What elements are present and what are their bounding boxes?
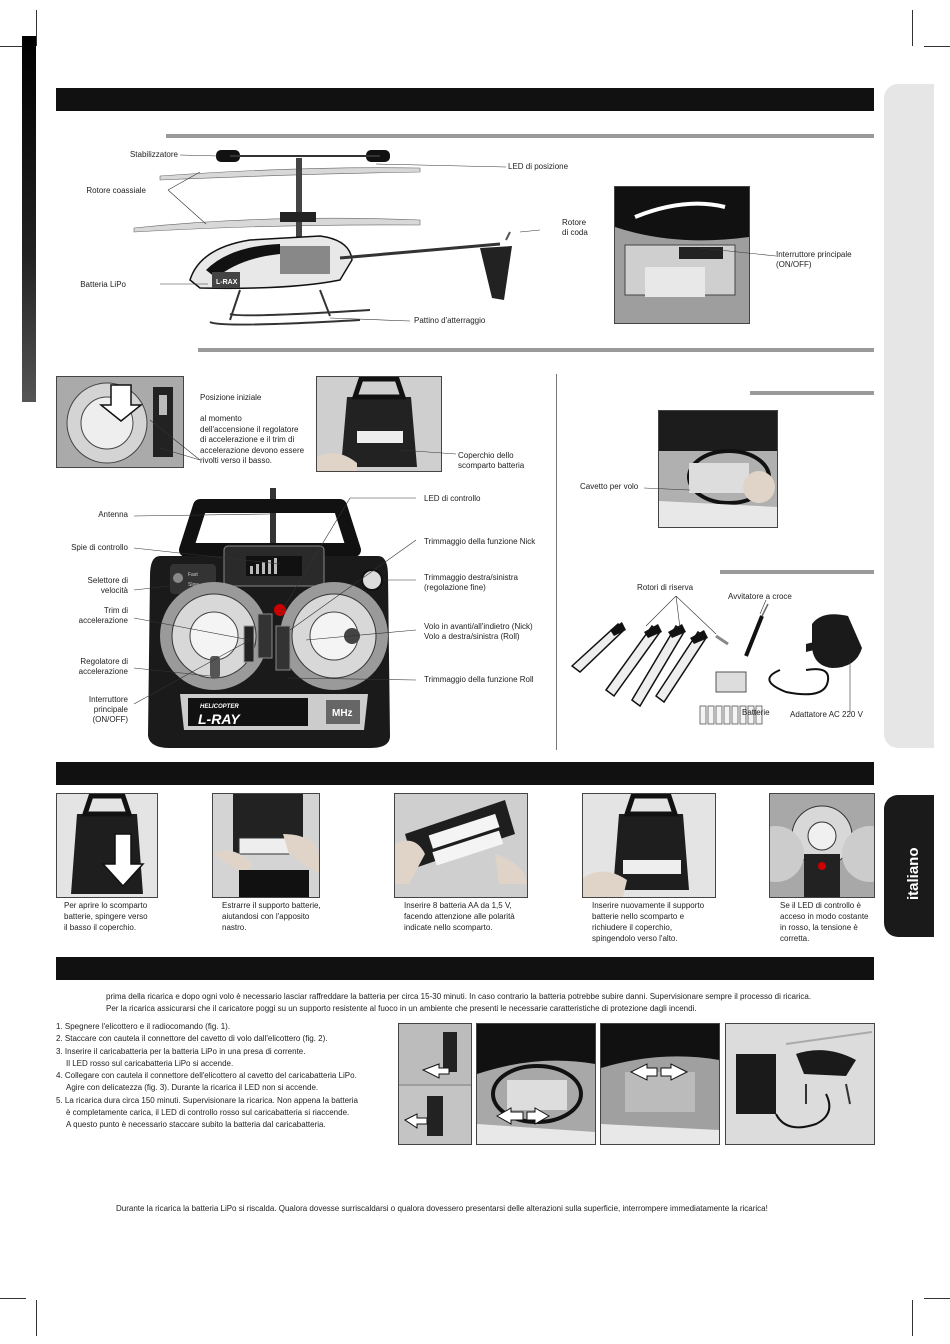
crop-mark	[36, 1300, 37, 1336]
subsection-rule	[750, 391, 874, 395]
lipo-warning: Durante la ricarica la batteria LiPo si …	[116, 1204, 768, 1213]
label-battery-cover: Coperchio dello scomparto batteria	[458, 451, 525, 470]
helicopter-illustration: L-RAX	[133, 150, 540, 326]
battery-step-photo-1	[56, 793, 158, 898]
flight-cable-photo	[658, 410, 778, 528]
label-throttle-trim: Trim di accelerazione	[78, 606, 128, 625]
crop-mark	[924, 46, 950, 47]
subsection-rule	[198, 348, 874, 352]
battery-step-photo-3	[394, 793, 528, 898]
brand-big: L-RAY	[198, 711, 241, 727]
label-main-switch: Interruttore principale (ON/OFF)	[776, 250, 852, 269]
label-nick-trim: Trimmaggio della funzione Nick	[424, 537, 536, 546]
charge-intro-2: Per la ricarica assicurarsi che il caric…	[106, 1004, 697, 1013]
flight-cable-leader	[643, 487, 691, 491]
subsection-rule	[166, 134, 874, 138]
charge-step-5: 5. La ricarica dura circa 150 minuti. Su…	[56, 1095, 358, 1130]
section-bar-overview	[56, 88, 874, 111]
battery-step-caption-4: Inserire nuovamente il supporto batterie…	[592, 901, 705, 943]
label-tail-rotor: Rotore di coda	[562, 218, 588, 237]
battery-cover-leader	[400, 449, 457, 455]
charge-fig-3	[600, 1023, 720, 1145]
label-batteries: Batterie	[742, 708, 770, 717]
label-indicator-lights: Spie di controllo	[71, 543, 128, 552]
left-gradient-strip	[22, 36, 36, 402]
throttle-start-photo	[56, 376, 184, 468]
battery-step-caption-3: Inserire 8 batteria AA da 1,5 V, facendo…	[404, 901, 515, 932]
crop-mark	[924, 1298, 950, 1299]
crop-mark	[0, 46, 26, 47]
crop-mark	[36, 10, 37, 46]
throttle-leader	[149, 419, 201, 461]
label-lipo-battery: Batteria LiPo	[80, 280, 126, 289]
section-bar-batteries	[56, 762, 874, 785]
language-tab-label: italiano	[905, 847, 922, 900]
charge-fig-4	[725, 1023, 875, 1145]
battery-step-caption-1: Per aprire lo scomparto batterie, spinge…	[64, 901, 148, 932]
column-divider	[556, 374, 557, 750]
mhz-label: MHz	[332, 708, 353, 719]
battery-cover-photo	[316, 376, 442, 472]
language-tab	[884, 795, 934, 937]
charge-steps: 1. Spegnere l'elicottero e il radiocoman…	[56, 1021, 386, 1132]
remote-leader-lines	[133, 497, 417, 705]
heli-print: L-RAX	[216, 279, 238, 286]
charge-step-1: 1. Spegnere l'elicottero e il radiocoman…	[56, 1022, 231, 1031]
label-remote-main-switch: Interruttore principale (ON/OFF)	[88, 695, 128, 724]
label-stick-right: Volo in avanti/all'indietro (Nick) Volo …	[424, 622, 533, 641]
charge-intro-1: prima della ricarica e dopo ogni volo è …	[106, 992, 812, 1001]
label-stabilizer: Stabilizzatore	[129, 150, 178, 159]
label-coaxial-rotor: Rotore coassiale	[86, 186, 146, 195]
subsection-rule	[720, 570, 874, 574]
accessories-illustration	[570, 596, 862, 725]
crop-mark	[0, 1298, 26, 1299]
crop-mark	[912, 1300, 913, 1336]
label-throttle-regulator: Regolatore di accelerazione	[78, 657, 128, 676]
label-flight-cable: Cavetto per volo	[580, 482, 639, 491]
label-control-led: LED di controllo	[424, 494, 481, 503]
label-landing-skid: Pattino d'atterraggio	[414, 316, 486, 325]
switch-fast: Fast	[188, 572, 198, 578]
battery-step-photo-4	[582, 793, 716, 898]
label-antenna: Antenna	[98, 510, 128, 519]
main-switch-leader	[700, 247, 777, 257]
battery-step-caption-5: Se il LED di controllo è acceso in modo …	[780, 901, 869, 943]
battery-step-photo-5	[769, 793, 875, 898]
label-speed-selector: Selettore di velocità	[87, 576, 128, 595]
charge-step-3: 3. Inserire il caricabatteria per la bat…	[56, 1046, 306, 1068]
label-roll-trim: Trimmaggio della funzione Roll	[424, 675, 534, 684]
charge-fig-1	[398, 1023, 472, 1145]
switch-slow: Slow	[188, 582, 199, 588]
main-switch-photo	[614, 186, 750, 324]
throttle-note: Posizione iniziale al momento dell'accen…	[200, 393, 305, 465]
label-lr-trim: Trimmaggio destra/sinistra (regolazione …	[424, 573, 518, 592]
charge-step-2: 2. Staccare con cautela il connettore de…	[56, 1034, 328, 1044]
battery-step-caption-2: Estrarre il supporto batterie, aiutandos…	[222, 901, 321, 932]
label-adapter: Adattatore AC 220 V	[790, 710, 863, 719]
battery-step-photo-2	[212, 793, 320, 898]
charge-step-4: 4. Collegare con cautela il connettore d…	[56, 1071, 357, 1093]
label-spare-rotors: Rotori di riserva	[637, 583, 694, 592]
section-bar-charging	[56, 957, 874, 980]
label-screwdriver: Avvitatore a croce	[728, 592, 792, 601]
charge-fig-2	[476, 1023, 596, 1145]
brand-small: HELICOPTER	[200, 704, 239, 710]
sidebar-tab	[884, 84, 934, 748]
label-position-led: LED di posizione	[508, 162, 569, 171]
remote-control-illustration: Fast Slow HELICOPTER L-RAY MHz	[148, 488, 390, 748]
crop-mark	[912, 10, 913, 46]
